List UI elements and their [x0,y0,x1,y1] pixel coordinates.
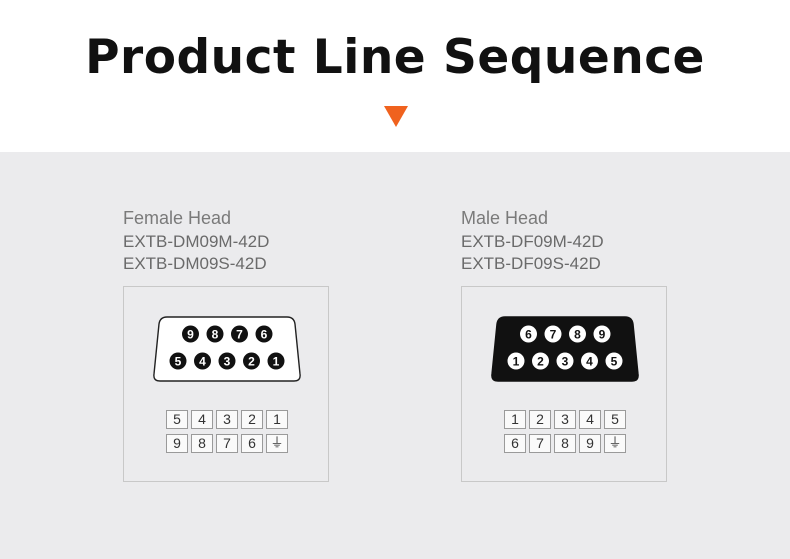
male-pin-4 [581,352,598,370]
male-pin-7 [544,325,562,343]
male-pin-cell: 9 [579,434,601,453]
female-pin-cell: 4 [191,410,213,429]
female-pin-3 [218,352,236,370]
male-pin-cell: 6 [504,434,526,453]
male-connector-shell [491,316,639,382]
female-pin-cell: 3 [216,410,238,429]
male-pin-3 [556,352,574,370]
male-pin-9 [593,325,611,343]
male-pin-cell: 3 [554,410,576,429]
male-pin-label: 8 [574,328,581,342]
male-pin-label: 2 [537,355,544,369]
female-panel: Female Head EXTB-DM09M-42D EXTB-DM09S-42… [123,207,353,482]
male-pin-label: 5 [611,355,618,369]
female-pin-label: 6 [261,328,268,342]
male-pin-label: 4 [586,355,593,369]
female-connector-shell [153,316,301,382]
male-panel: Male Head EXTB-DF09M-42D EXTB-DF09S-42D … [461,207,691,482]
male-pin-cell: 5 [604,410,626,429]
male-pin-label: 9 [599,328,606,342]
female-pin-label: 5 [175,355,182,369]
female-pin-6 [255,325,273,343]
male-pin-cell: 8 [554,434,576,453]
male-pin-label: 7 [550,328,557,342]
male-pin-cell: 7 [529,434,551,453]
female-pin-cell: 8 [191,434,213,453]
male-pin-1 [507,352,525,370]
female-pin-label: 4 [199,355,206,369]
female-pin-label: 2 [248,355,255,369]
female-pin-9 [182,325,199,343]
female-pin-cell: 7 [216,434,238,453]
male-pin-cell: 2 [529,410,551,429]
female-pin-cell: 1 [266,410,288,429]
female-pin-4 [194,352,211,370]
male-model-1: EXTB-DF09M-42D [461,232,604,251]
female-pin-8 [206,325,224,343]
male-title: Male Head [461,208,549,228]
female-pin-label: 1 [273,355,280,369]
male-pin-2 [532,352,549,370]
male-pin-5 [605,352,623,370]
female-model-2: EXTB-DM09S-42D [123,254,267,273]
male-model-2: EXTB-DF09S-42D [461,254,601,273]
female-connector-diagram: 9 8 7 6 5 4 3 2 1 [153,316,301,382]
female-pin-7 [231,325,248,343]
female-pin-label: 9 [187,328,194,342]
female-pin-cell: 5 [166,410,188,429]
male-pin-label: 1 [513,355,520,369]
female-pin-cell: 9 [166,434,188,453]
male-pin-label: 6 [525,328,532,342]
female-title: Female Head [123,208,232,228]
header: Product Line Sequence [0,0,790,152]
male-pin-label: 3 [562,355,569,369]
female-pin-label: 7 [236,328,243,342]
female-pin-cell: 6 [241,434,263,453]
male-pin-cell: ⏚ [604,434,626,453]
page-title: Product Line Sequence [85,30,705,85]
female-pin-2 [243,352,260,370]
male-pin-cell: 1 [504,410,526,429]
male-connector-diagram: 6 7 8 9 1 2 3 4 5 [491,316,639,382]
male-pin-8 [569,325,586,343]
female-pin-5 [169,352,187,370]
female-pin-label: 8 [212,328,219,342]
down-arrow-icon [384,106,408,127]
female-model-1: EXTB-DM09M-42D [123,232,270,251]
female-pin-1 [267,352,285,370]
male-pin-cell: 4 [579,410,601,429]
female-pin-label: 3 [224,355,231,369]
female-pin-cell: ⏚ [266,434,288,453]
male-pin-6 [520,325,537,343]
female-pin-cell: 2 [241,410,263,429]
